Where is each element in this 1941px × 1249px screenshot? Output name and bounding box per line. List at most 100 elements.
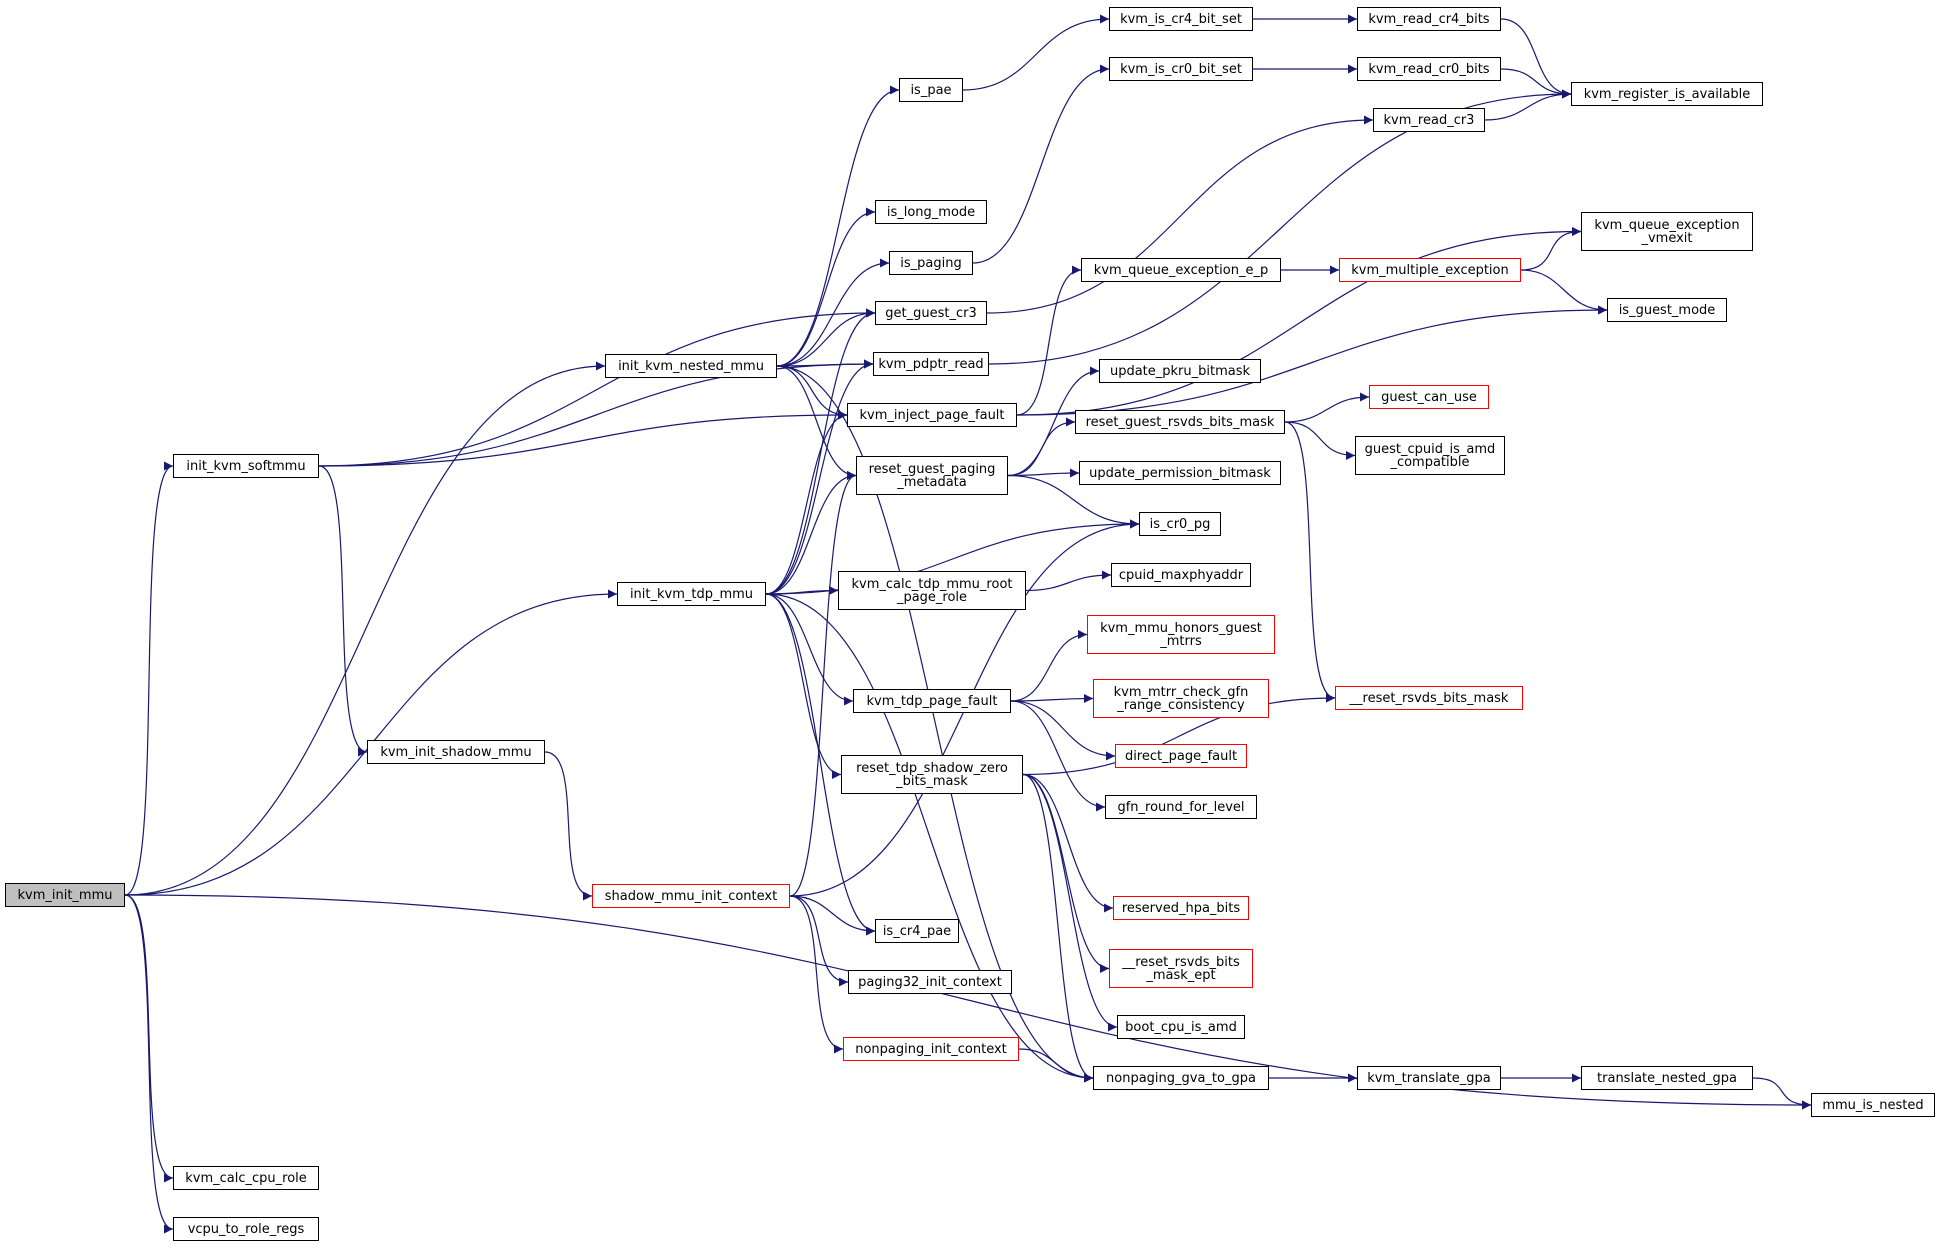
node-update-pkru-bitmask[interactable]: update_pkru_bitmask (1099, 359, 1261, 383)
edge-kvm-multiple-exception-to-is-guest-mode (1520, 269, 1608, 315)
node-is-long-mode[interactable]: is_long_mode (875, 200, 987, 224)
node-kvm-mtrr-check-gfn-range-consistency[interactable]: kvm_mtrr_check_gfn _range_consistency (1093, 679, 1269, 718)
node-reset-tdp-shadow-zero-bits-mask[interactable]: reset_tdp_shadow_zero _bits_mask (841, 755, 1023, 794)
node-kvm-queue-exception-e-p[interactable]: kvm_queue_exception_e_p (1081, 258, 1281, 282)
edge-init-kvm-nested-mmu-to-reset-guest-paging-metadata (776, 365, 857, 480)
node-shadow-mmu-init-context[interactable]: shadow_mmu_init_context (592, 884, 790, 908)
edge-kvm-tdp-page-fault-to-kvm-mmu-honors-guest-mtrrs (1010, 630, 1088, 702)
node-is-guest-mode[interactable]: is_guest_mode (1607, 298, 1727, 322)
node-kvm-calc-tdp-mmu-root-page-role[interactable]: kvm_calc_tdp_mmu_root _page_role (838, 571, 1026, 610)
edge-translate-nested-gpa-to-mmu-is-nested (1752, 1077, 1812, 1110)
edge-kvm-calc-tdp-mmu-root-page-role-to-cpuid-maxphyaddr (1025, 570, 1112, 592)
edge-kvm-tdp-page-fault-to-direct-page-fault (1010, 700, 1116, 761)
edge-reset-tdp-shadow-zero-bits-mask-to-reserved-hpa-bits (1022, 773, 1114, 913)
node-reset-guest-rsvds-bits-mask[interactable]: reset_guest_rsvds_bits_mask (1075, 410, 1285, 434)
node-update-permission-bitmask[interactable]: update_permission_bitmask (1079, 461, 1281, 485)
edge-kvm-init-mmu-to-init-kvm-nested-mmu (124, 361, 606, 896)
edge-shadow-mmu-init-context-to-nonpaging-init-context (789, 895, 844, 1054)
edge-init-kvm-nested-mmu-to-is-long-mode (776, 207, 876, 367)
edge-reset-guest-paging-metadata-to-update-pkru-bitmask (1007, 366, 1100, 477)
edge-reset-tdp-shadow-zero-bits-mask-to-boot-cpu-is-amd (1022, 773, 1118, 1032)
edge-init-kvm-nested-mmu-to-is-pae (776, 85, 900, 367)
node-nonpaging-init-context[interactable]: nonpaging_init_context (843, 1037, 1019, 1061)
node-direct-page-fault[interactable]: direct_page_fault (1115, 744, 1247, 768)
edge-kvm-multiple-exception-to-kvm-queue-exception-vmexit (1520, 227, 1582, 271)
edge-shadow-mmu-init-context-to-is-cr4-pae (789, 895, 876, 936)
edge-init-kvm-nested-mmu-to-nonpaging-gva-to-gpa (776, 365, 1094, 1083)
edge-reset-guest-paging-metadata-to-is-cr0-pg (1007, 474, 1140, 529)
edge-init-kvm-softmmu-to-kvm-init-shadow-mmu (318, 465, 368, 757)
node-cpuid-maxphyaddr[interactable]: cpuid_maxphyaddr (1111, 563, 1251, 587)
node-guest-can-use[interactable]: guest_can_use (1369, 385, 1489, 409)
edge-reset-guest-rsvds-bits-mask-to-guest-can-use (1284, 392, 1370, 423)
edge-reset-tdp-shadow-zero-bits-mask-to-reset-rsvds-bits-mask (1022, 693, 1336, 776)
node-paging32-init-context[interactable]: paging32_init_context (848, 970, 1012, 994)
node-is-cr4-pae[interactable]: is_cr4_pae (875, 919, 959, 943)
node-is-pae[interactable]: is_pae (899, 78, 963, 102)
node-init-kvm-tdp-mmu[interactable]: init_kvm_tdp_mmu (617, 582, 766, 606)
node-reset-rsvds-bits-mask-ept[interactable]: __reset_rsvds_bits _mask_ept (1109, 949, 1253, 988)
node-kvm-read-cr4-bits[interactable]: kvm_read_cr4_bits (1357, 7, 1501, 31)
edge-kvm-tdp-page-fault-to-kvm-mtrr-check-gfn-range-consistency (1010, 694, 1094, 704)
node-kvm-register-is-available[interactable]: kvm_register_is_available (1571, 82, 1763, 106)
node-kvm-pdptr-read[interactable]: kvm_pdptr_read (873, 352, 989, 376)
edge-init-kvm-tdp-mmu-to-kvm-pdptr-read (765, 359, 874, 595)
node-kvm-translate-gpa[interactable]: kvm_translate_gpa (1357, 1066, 1501, 1090)
edge-kvm-read-cr4-bits-to-kvm-register-is-available (1500, 18, 1572, 99)
edge-init-kvm-tdp-mmu-to-is-cr4-pae (765, 593, 876, 936)
edge-kvm-init-mmu-to-init-kvm-softmmu (124, 461, 174, 896)
node-guest-cpuid-is-amd-compatible[interactable]: guest_cpuid_is_amd _compatible (1355, 436, 1505, 475)
node-is-cr0-pg[interactable]: is_cr0_pg (1139, 512, 1221, 536)
edge-kvm-inject-page-fault-to-is-guest-mode (1016, 305, 1608, 416)
node-kvm-init-mmu: kvm_init_mmu (5, 883, 125, 907)
edge-reset-guest-paging-metadata-to-reset-guest-rsvds-bits-mask (1007, 417, 1076, 477)
edge-shadow-mmu-init-context-to-paging32-init-context (789, 895, 849, 987)
edge-shadow-mmu-init-context-to-reset-guest-paging-metadata (789, 471, 857, 897)
node-vcpu-to-role-regs[interactable]: vcpu_to_role_regs (173, 1217, 319, 1241)
node-kvm-read-cr3[interactable]: kvm_read_cr3 (1373, 108, 1485, 132)
edge-init-kvm-tdp-mmu-to-kvm-calc-tdp-mmu-root-page-role (765, 586, 839, 596)
edge-init-kvm-nested-mmu-to-kvm-pdptr-read (776, 359, 874, 369)
node-kvm-is-cr0-bit-set[interactable]: kvm_is_cr0_bit_set (1109, 57, 1253, 81)
edge-kvm-inject-page-fault-to-kvm-queue-exception-e-p (1016, 265, 1082, 416)
node-is-paging[interactable]: is_paging (889, 251, 973, 275)
node-init-kvm-softmmu[interactable]: init_kvm_softmmu (173, 454, 319, 478)
edge-init-kvm-tdp-mmu-to-get-guest-cr3 (765, 308, 876, 595)
edge-reset-tdp-shadow-zero-bits-mask-to-nonpaging-gva-to-gpa (1022, 773, 1094, 1083)
node-kvm-multiple-exception[interactable]: kvm_multiple_exception (1339, 258, 1521, 282)
node-kvm-queue-exception-vmexit[interactable]: kvm_queue_exception _vmexit (1581, 212, 1753, 251)
node-kvm-inject-page-fault[interactable]: kvm_inject_page_fault (847, 403, 1017, 427)
edge-kvm-read-cr0-bits-to-kvm-register-is-available (1500, 68, 1572, 99)
node-kvm-init-shadow-mmu[interactable]: kvm_init_shadow_mmu (367, 740, 545, 764)
edge-init-kvm-nested-mmu-to-get-guest-cr3 (776, 308, 876, 367)
edge-init-kvm-tdp-mmu-to-kvm-tdp-page-fault (765, 593, 854, 706)
edge-kvm-read-cr3-to-kvm-register-is-available (1484, 89, 1572, 121)
edge-kvm-init-mmu-to-vcpu-to-role-regs (124, 894, 174, 1234)
edge-is-pae-to-kvm-is-cr4-bit-set (962, 14, 1110, 91)
edge-is-paging-to-kvm-is-cr0-bit-set (972, 64, 1110, 264)
edge-reset-guest-rsvds-bits-mask-to-guest-cpuid-is-amd-compatible (1284, 421, 1356, 460)
node-translate-nested-gpa[interactable]: translate_nested_gpa (1581, 1066, 1753, 1090)
edge-kvm-inject-page-fault-to-kvm-queue-exception-vmexit (1016, 227, 1582, 416)
node-init-kvm-nested-mmu[interactable]: init_kvm_nested_mmu (605, 354, 777, 378)
edge-init-kvm-nested-mmu-to-is-paging (776, 258, 890, 367)
edge-kvm-init-mmu-to-kvm-calc-cpu-role (124, 894, 174, 1183)
node-kvm-is-cr4-bit-set[interactable]: kvm_is_cr4_bit_set (1109, 7, 1253, 31)
node-gfn-round-for-level[interactable]: gfn_round_for_level (1105, 795, 1257, 819)
node-reserved-hpa-bits[interactable]: reserved_hpa_bits (1113, 896, 1249, 920)
node-boot-cpu-is-amd[interactable]: boot_cpu_is_amd (1117, 1015, 1245, 1039)
edge-init-kvm-softmmu-to-get-guest-cr3 (318, 308, 876, 467)
node-kvm-mmu-honors-guest-mtrrs[interactable]: kvm_mmu_honors_guest _mtrrs (1087, 615, 1275, 654)
node-get-guest-cr3[interactable]: get_guest_cr3 (875, 301, 987, 325)
node-kvm-calc-cpu-role[interactable]: kvm_calc_cpu_role (173, 1166, 319, 1190)
edge-kvm-tdp-page-fault-to-gfn-round-for-level (1010, 700, 1106, 812)
edge-reset-guest-rsvds-bits-mask-to-reset-rsvds-bits-mask (1284, 421, 1336, 703)
edge-kvm-init-shadow-mmu-to-shadow-mmu-init-context (544, 751, 593, 901)
node-kvm-tdp-page-fault[interactable]: kvm_tdp_page_fault (853, 689, 1011, 713)
node-reset-guest-paging-metadata[interactable]: reset_guest_paging _metadata (856, 456, 1008, 495)
node-mmu-is-nested[interactable]: mmu_is_nested (1811, 1093, 1935, 1117)
node-reset-rsvds-bits-mask[interactable]: __reset_rsvds_bits_mask (1335, 686, 1523, 710)
node-kvm-read-cr0-bits[interactable]: kvm_read_cr0_bits (1357, 57, 1501, 81)
node-nonpaging-gva-to-gpa[interactable]: nonpaging_gva_to_gpa (1093, 1066, 1269, 1090)
